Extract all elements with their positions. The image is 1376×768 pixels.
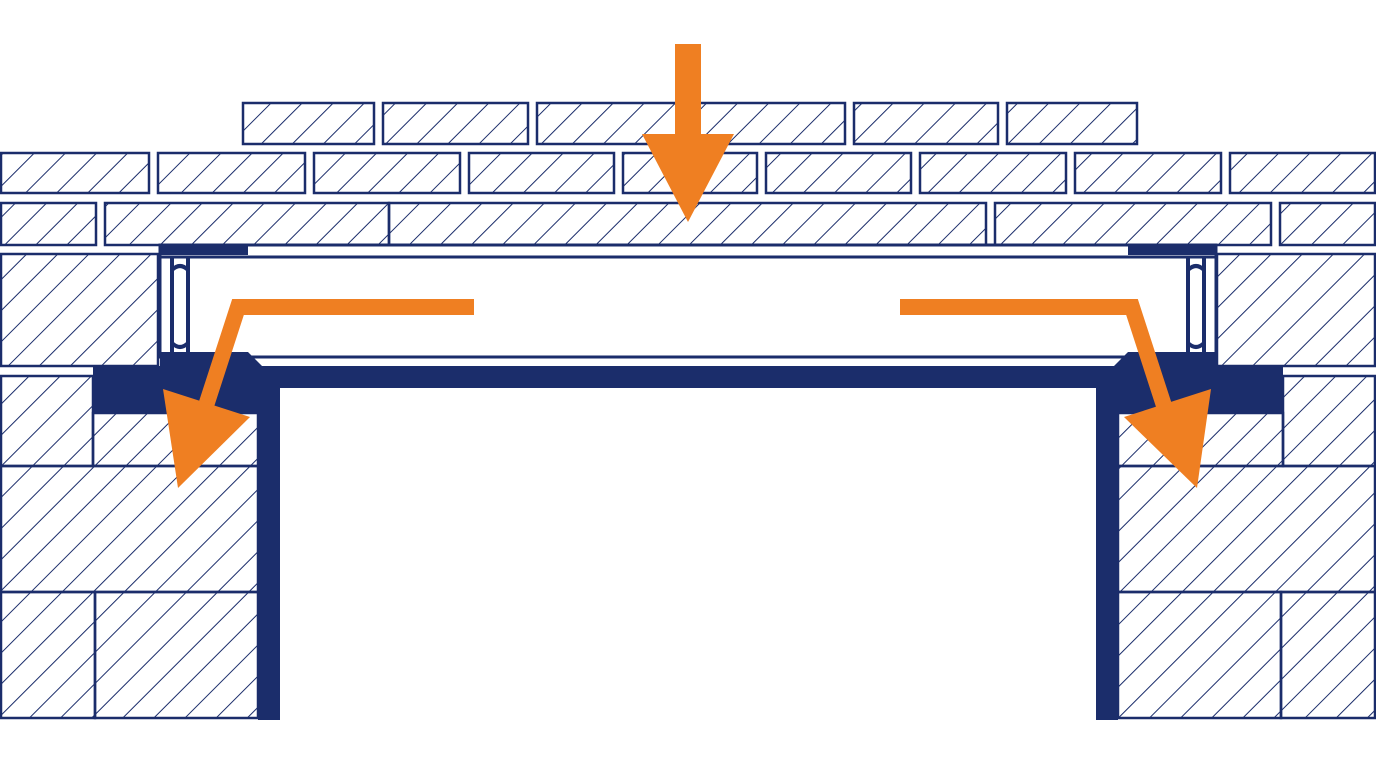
brick [0, 464, 260, 594]
brick [852, 101, 1000, 146]
brick [1279, 590, 1376, 720]
frame-head [258, 366, 1118, 388]
brick [918, 151, 1068, 195]
brick [764, 151, 913, 195]
brick [103, 201, 391, 247]
load-transfer-arrow-right-shaft [900, 299, 1176, 421]
brick [0, 252, 160, 368]
brick [467, 151, 616, 195]
brick [1116, 464, 1376, 594]
frame-opening [280, 388, 1096, 720]
beam-top-flange-left-cap [160, 245, 248, 255]
brick [1215, 252, 1376, 368]
load-transfer-arrow-left-shaft [194, 299, 474, 421]
load-arrow-head [642, 134, 734, 222]
brick [312, 151, 462, 195]
brick [1116, 590, 1283, 720]
brick [1228, 151, 1376, 195]
load-transfer-arrow-left-head [163, 389, 250, 488]
opening-frame [258, 366, 1118, 720]
masonry-left-jamb [0, 252, 260, 720]
brick [241, 101, 376, 146]
brick [156, 151, 307, 195]
brick [1278, 201, 1376, 247]
beam-top-flange [158, 243, 1218, 259]
load-transfer-arrow-right-head [1124, 389, 1211, 488]
brick [0, 590, 97, 720]
brick [387, 201, 988, 247]
brick [993, 201, 1273, 247]
brick [1073, 151, 1223, 195]
frame-right-jamb [1096, 366, 1118, 720]
brick [1005, 101, 1139, 146]
brick [0, 151, 151, 195]
beam-top-flange-right-cap [1128, 245, 1216, 255]
brick [0, 374, 95, 468]
brick [93, 590, 260, 720]
brick [0, 201, 98, 247]
beam-left-end-stiffener [170, 258, 190, 355]
brick [1281, 374, 1376, 468]
beam-right-end-stiffener [1186, 258, 1206, 355]
downward-load-arrow [642, 44, 734, 222]
load-transfer-arrows [163, 299, 1211, 488]
frame-left-jamb [258, 366, 280, 720]
masonry-right-jamb [1116, 252, 1376, 720]
brick [381, 101, 530, 146]
